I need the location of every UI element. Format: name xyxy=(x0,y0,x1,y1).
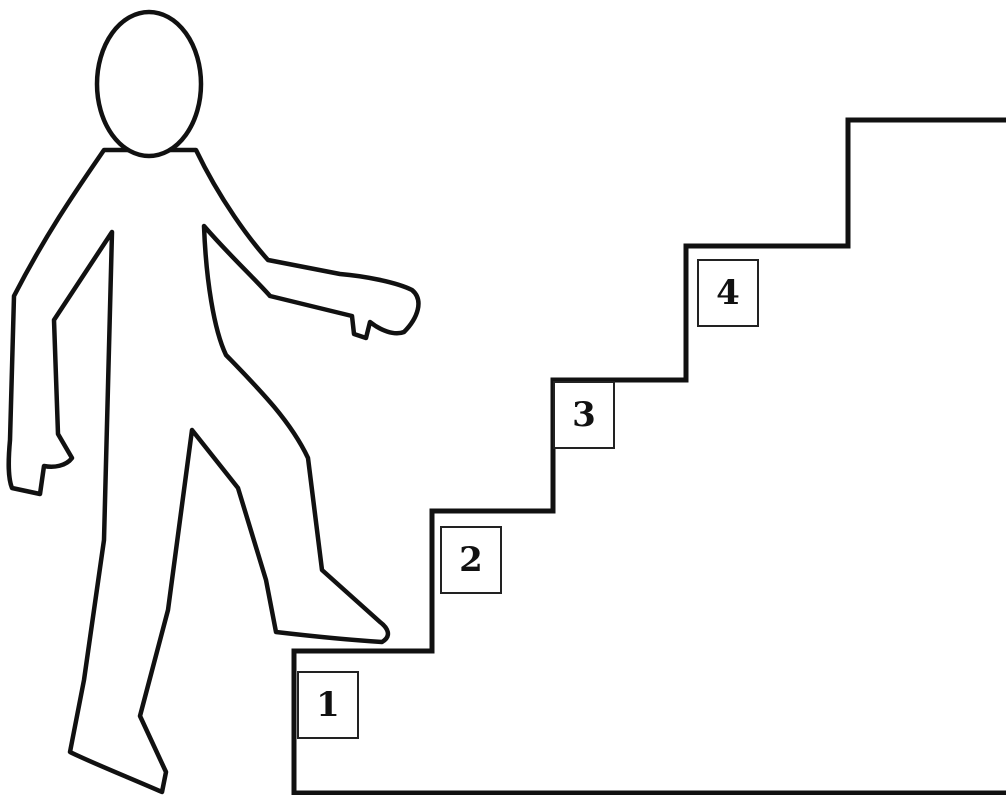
step-label-2: 2 xyxy=(440,526,502,594)
person-head xyxy=(97,12,201,156)
step-label-3: 3 xyxy=(553,381,615,449)
staircase-outline xyxy=(294,120,1006,795)
step-label-4: 4 xyxy=(697,259,759,327)
step-label-1: 1 xyxy=(297,671,359,739)
